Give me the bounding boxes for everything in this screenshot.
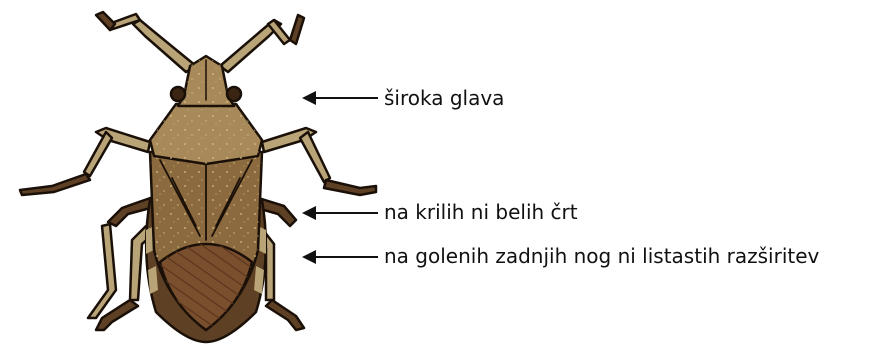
arrow-left-icon: [302, 91, 378, 105]
label-no-leaf-expansions: na golenih zadnjih nog ni listastih razš…: [384, 244, 819, 268]
front-leg-left: [20, 128, 150, 195]
arrow-left-icon: [302, 250, 378, 264]
label-no-white-stripes: na krilih ni belih črt: [384, 200, 578, 224]
front-leg-right: [262, 128, 376, 195]
antenna-right: [220, 15, 304, 72]
arrow-left-icon: [302, 206, 378, 220]
label-broad-head: široka glava: [384, 86, 504, 110]
antenna-left: [96, 12, 196, 72]
eye-left: [171, 87, 185, 101]
eye-right: [227, 87, 241, 101]
